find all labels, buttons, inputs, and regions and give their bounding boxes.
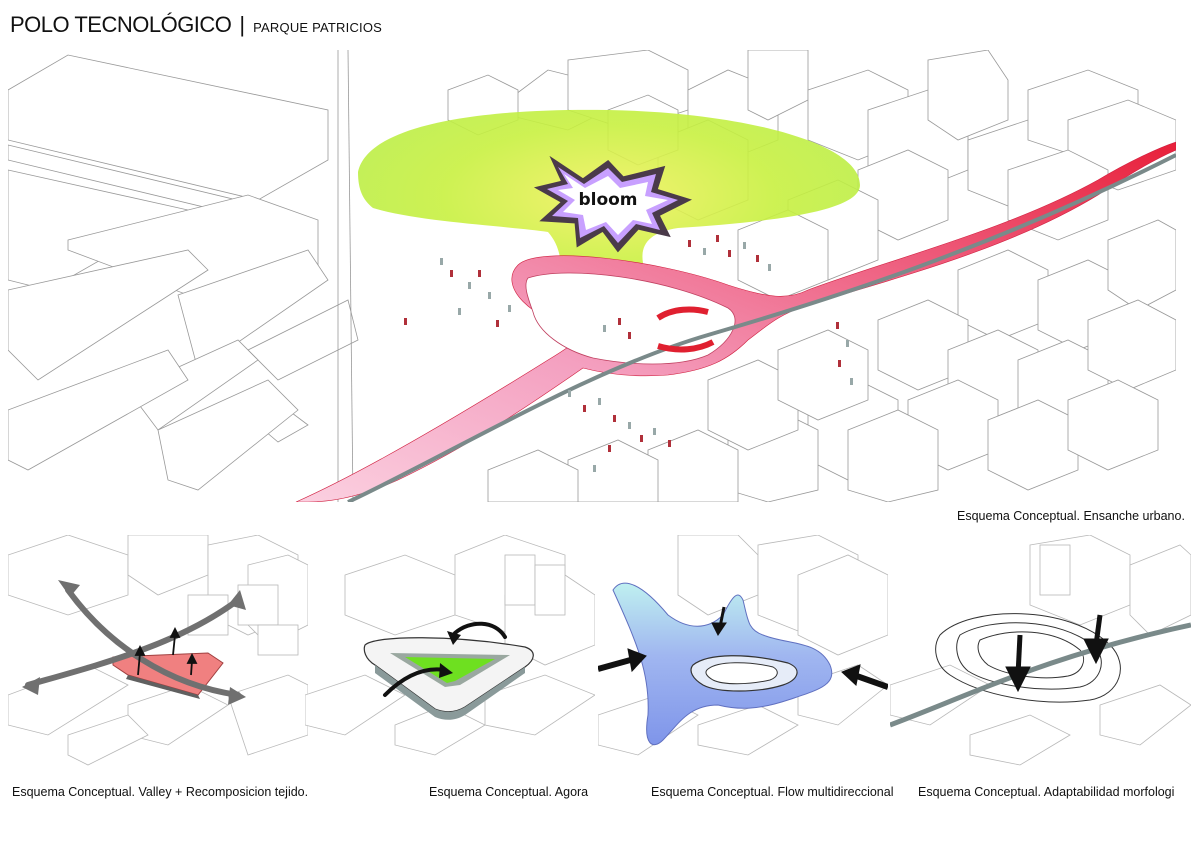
agora-arrows — [383, 621, 507, 697]
circulation-arrows — [656, 306, 715, 353]
buildings-bottom-right — [487, 219, 1176, 502]
bloom-callout: bloom — [533, 155, 692, 253]
page-subtitle: PARQUE PATRICIOS — [253, 20, 383, 35]
valley-diagram — [8, 535, 308, 766]
adaptive-building-outline — [935, 613, 1121, 703]
scatter-markers — [404, 235, 853, 472]
page-title: POLO TECNOLÓGICO — [10, 12, 232, 37]
street-grid-left — [8, 50, 359, 502]
panel-flow-caption: Esquema Conceptual. Flow multidirecciona… — [651, 785, 894, 799]
panel-agora-caption: Esquema Conceptual. Agora — [429, 785, 589, 799]
panel-adaptability — [890, 535, 1191, 775]
agora-diagram — [305, 535, 595, 756]
main-view-caption: Esquema Conceptual. Ensanche urbano. — [957, 509, 1185, 523]
bloom-callout-text: bloom — [578, 190, 637, 210]
header: POLO TECNOLÓGICO | PARQUE PATRICIOS — [10, 12, 382, 38]
main-axonometric-view: bloom — [8, 50, 1176, 502]
panel-valley-caption: Esquema Conceptual. Valley + Recomposici… — [12, 785, 309, 799]
panel-adaptability-caption: Esquema Conceptual. Adaptabilidad morfol… — [918, 785, 1175, 799]
panel-valley — [8, 535, 308, 775]
title-separator: | — [239, 12, 246, 37]
panel-flow — [598, 535, 888, 775]
flow-diagram — [598, 535, 888, 756]
adaptability-diagram — [890, 535, 1191, 766]
main-view-drawing: bloom — [8, 50, 1176, 502]
rail-line — [347, 153, 1176, 502]
adaptive-arrows — [1005, 614, 1109, 693]
panel-agora — [305, 535, 595, 775]
flow-arrows — [598, 606, 888, 690]
